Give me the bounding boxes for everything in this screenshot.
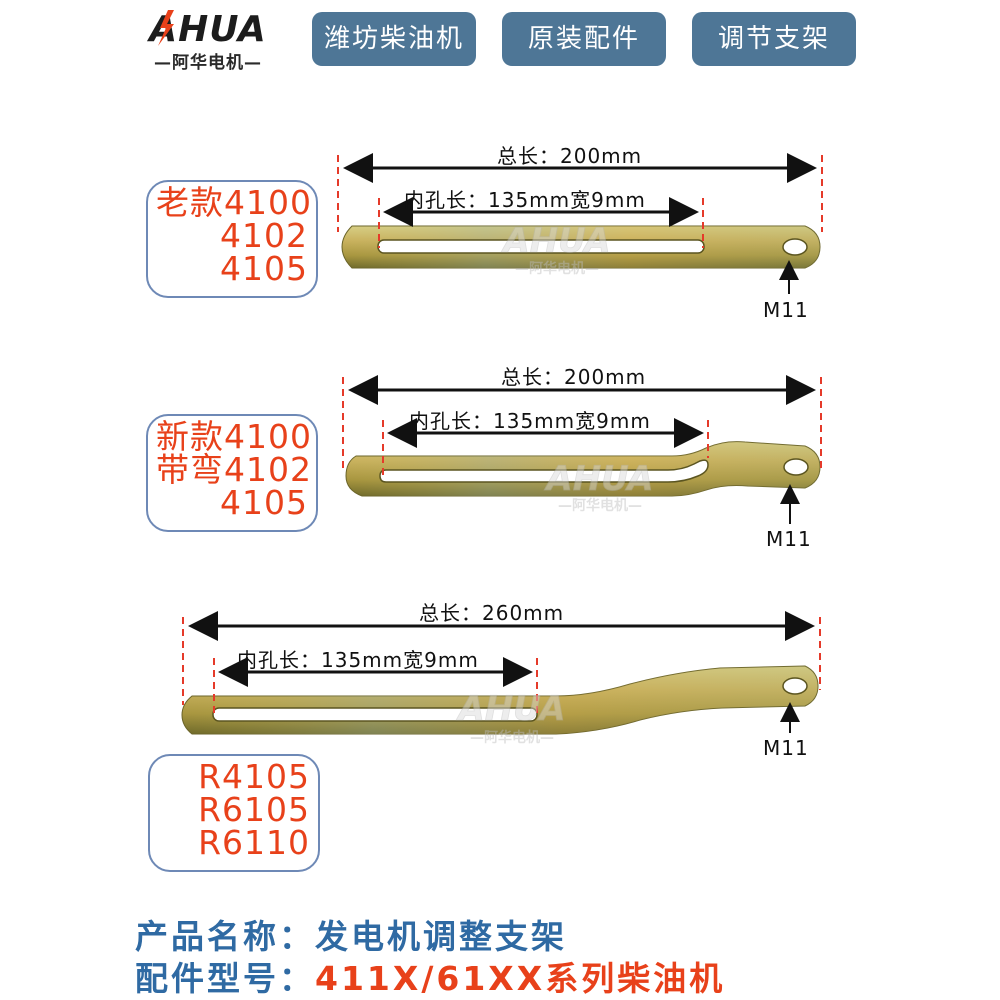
model-box-1: 老款4100 4102 4105 xyxy=(146,180,318,298)
model-line: R4105 xyxy=(198,757,310,796)
product-name-value: 发电机调整支架 xyxy=(315,917,567,956)
model-line: 带弯4102 xyxy=(156,450,312,489)
model-line: 4105 xyxy=(220,249,308,288)
dimension-lines-3 xyxy=(182,611,821,733)
brand-logo: AHUA —阿华电机— xyxy=(138,8,278,73)
bracket-2 xyxy=(345,441,821,497)
model-line: R6110 xyxy=(198,823,310,862)
hole-length-label-1: 内孔长：135mm宽9mm xyxy=(404,188,646,212)
product-name-line: 产品名称：发电机调整支架 xyxy=(135,910,567,958)
watermark-3: AHUA —阿华电机— xyxy=(455,689,566,746)
total-length-label-1: 总长：200mm xyxy=(497,144,643,168)
watermark-1: AHUA —阿华电机— xyxy=(500,221,611,277)
svg-text:—阿华电机—: —阿华电机— xyxy=(470,729,554,746)
model-box-2: 新款4100 带弯4102 4105 xyxy=(146,414,318,532)
part-model-line: 配件型号：411X/61XX系列柴油机 xyxy=(135,952,725,1000)
logo-subtitle: —阿华电机— xyxy=(154,53,262,73)
dimension-lines-1 xyxy=(337,153,823,294)
logo-mark: AHUA xyxy=(146,9,265,48)
svg-text:AHUA: AHUA xyxy=(455,689,565,729)
bracket-3 xyxy=(181,665,819,735)
bolt-size-label-3: M11 xyxy=(763,736,809,760)
model-line: 老款4100 xyxy=(156,183,312,222)
model-line: R6105 xyxy=(198,790,310,829)
svg-text:—阿华电机—: —阿华电机— xyxy=(558,497,642,514)
svg-text:AHUA: AHUA xyxy=(500,221,610,261)
watermark-2: AHUA —阿华电机— xyxy=(543,459,654,514)
product-name-key: 产品名称： xyxy=(135,917,315,956)
dimension-lines-2 xyxy=(342,375,822,524)
total-length-label-3: 总长：260mm xyxy=(419,601,565,625)
part-model-key: 配件型号： xyxy=(135,959,315,998)
hole-length-label-3: 内孔长：135mm宽9mm xyxy=(237,648,479,672)
bracket-1 xyxy=(341,225,821,269)
model-box-3: R4105 R6105 R6110 xyxy=(148,754,320,872)
part-model-value: 411X/61XX系列柴油机 xyxy=(315,959,726,998)
svg-text:AHUA: AHUA xyxy=(543,459,653,499)
svg-text:—阿华电机—: —阿华电机— xyxy=(515,260,599,277)
tag-weifang-diesel: 潍坊柴油机 xyxy=(312,12,476,66)
bolt-size-label-1: M11 xyxy=(763,298,809,322)
tag-adjusting-bracket: 调节支架 xyxy=(692,12,856,66)
model-line: 4102 xyxy=(220,216,308,255)
model-line: 新款4100 xyxy=(156,417,312,456)
tag-original-parts: 原装配件 xyxy=(502,12,666,66)
lightning-icon xyxy=(158,10,174,46)
hole-length-label-2: 内孔长：135mm宽9mm xyxy=(409,409,651,433)
total-length-label-2: 总长：200mm xyxy=(501,365,647,389)
model-line: 4105 xyxy=(220,483,308,522)
bolt-size-label-2: M11 xyxy=(766,527,812,551)
